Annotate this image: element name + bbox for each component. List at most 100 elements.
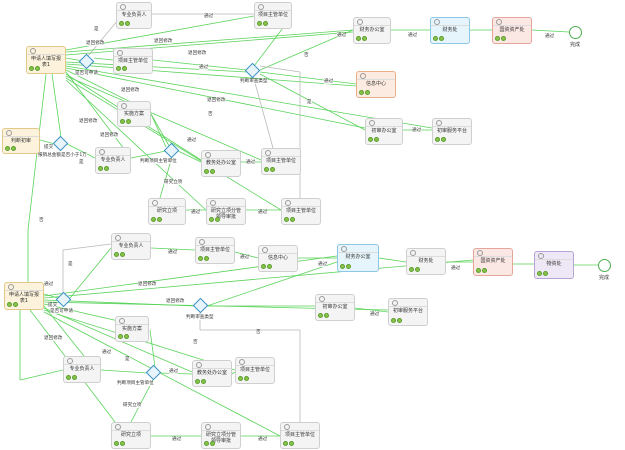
- node-a-xiangmu[interactable]: 项目主管单位: [261, 148, 301, 175]
- flow-connector: [150, 113, 167, 148]
- node-a-jiaowu[interactable]: 教务处办公室: [201, 150, 241, 177]
- node-b-wuzi[interactable]: 物资处: [534, 251, 574, 279]
- status-icon: [157, 217, 162, 222]
- node-b-yanjiuz[interactable]: 研究立项分管领导审批: [201, 422, 241, 449]
- edge-label: 通过: [451, 266, 461, 271]
- user-icon: [67, 358, 73, 364]
- node-a-caiwuchu[interactable]: 财务处: [430, 17, 470, 44]
- edge-label: 通过: [199, 65, 209, 70]
- node-a-zhuanye[interactable]: 专业负责人: [116, 2, 152, 29]
- status-icon: [439, 36, 444, 41]
- end-b-circle: [598, 259, 611, 272]
- node-b-chushen[interactable]: 初审服务平台: [388, 298, 428, 326]
- status-icon: [365, 90, 370, 95]
- node-a-xmzg3[interactable]: 项目主管单位: [281, 198, 321, 225]
- flow-connector: [65, 63, 357, 87]
- node-b-start[interactable]: 申请人填写报表1: [4, 282, 44, 310]
- node-a-shishi[interactable]: 实施方案: [117, 101, 151, 127]
- node-b-caiwuchu[interactable]: 财务处: [406, 248, 446, 275]
- node-a-xinxi[interactable]: 信息中心: [356, 71, 396, 98]
- edge-label: 是: [307, 100, 312, 105]
- user-icon: [205, 152, 211, 158]
- status-icon: [66, 375, 71, 380]
- status-icon: [501, 36, 506, 41]
- status-icon: [195, 379, 200, 384]
- user-icon: [538, 253, 544, 259]
- edge-label: 通过: [240, 255, 250, 260]
- user-icon: [285, 200, 291, 206]
- user-icon: [265, 150, 271, 156]
- edge-label: 是: [94, 27, 99, 32]
- node-a-guoziyuan[interactable]: 国资资产处: [492, 17, 532, 44]
- edge-label: 退回修改: [100, 133, 119, 138]
- gateway-a-apply-label: 是否可申请: [75, 71, 98, 76]
- node-a-yanjiu[interactable]: 研究立项: [148, 198, 186, 225]
- status-icon: [264, 167, 269, 172]
- status-icon: [7, 302, 12, 307]
- user-icon: [434, 19, 440, 25]
- flow-connector: [65, 31, 354, 56]
- edge-label: 否: [39, 218, 44, 223]
- node-b-xmzg3[interactable]: 项目主管单位: [280, 422, 320, 449]
- edge-label: 通过: [168, 250, 178, 255]
- node-a-judge[interactable]: 判断初审: [2, 128, 40, 154]
- flow-connector: [100, 369, 149, 374]
- gateway-a-amount-label: 报销总金额是否小于1万: [38, 153, 87, 158]
- edge-label: 退回修改: [44, 336, 63, 341]
- status-icon: [198, 256, 203, 261]
- node-b-zhuguan[interactable]: 项目主管单位: [195, 237, 235, 264]
- node-b-jiaowu[interactable]: 教务处办公室: [192, 360, 232, 387]
- edge-label: 通过: [412, 128, 422, 133]
- node-b-xinxi[interactable]: 信息中心: [258, 245, 298, 272]
- node-b-caiwu[interactable]: 财务办公室: [337, 244, 379, 272]
- end-b-label: 完成: [599, 275, 610, 281]
- edge-label: 退回修改: [121, 88, 140, 93]
- status-icon: [324, 313, 329, 318]
- user-icon: [392, 300, 398, 306]
- node-b-shishi[interactable]: 实施方案: [115, 316, 149, 342]
- node-a-zhuanye2[interactable]: 专业负责人: [95, 147, 131, 174]
- edge-label: 退回修改: [154, 39, 173, 44]
- node-a-start[interactable]: 申请人填写报表1: [26, 46, 66, 74]
- node-a-zhuguan[interactable]: 项目主管单位: [254, 2, 292, 29]
- node-b-zhuanye2[interactable]: 专业负责人: [63, 356, 101, 383]
- user-icon: [119, 318, 125, 324]
- flow-connector: [259, 65, 301, 73]
- node-a-caiwu[interactable]: 财务办公室: [353, 17, 391, 44]
- node-a-chushen[interactable]: 初审服务平台: [432, 118, 472, 145]
- status-icon: [125, 21, 130, 26]
- flow-connector: [251, 71, 274, 149]
- node-b-guoziyuan[interactable]: 国资资产处: [473, 248, 513, 276]
- user-icon: [477, 250, 483, 256]
- status-icon: [118, 334, 123, 339]
- node-b-yanjiu[interactable]: 研究立项: [111, 422, 151, 449]
- user-icon: [115, 424, 121, 430]
- user-icon: [210, 200, 216, 206]
- node-b-chuban[interactable]: 初审办公室: [315, 294, 355, 321]
- status-icon: [289, 441, 294, 446]
- status-icon: [98, 166, 103, 171]
- status-icon: [122, 66, 127, 71]
- node-b-xiangmu[interactable]: 项目主管单位: [235, 357, 275, 384]
- node-a-yanjiuz[interactable]: 研究立项分管领导审批: [206, 198, 246, 225]
- status-icon: [435, 137, 440, 142]
- flow-connector: [259, 71, 357, 85]
- flow-connector: [39, 139, 56, 145]
- node-a-chubanwei[interactable]: 初审办公室: [365, 118, 403, 145]
- status-icon: [391, 318, 396, 323]
- status-icon: [116, 66, 121, 71]
- edge-label: 通过: [337, 33, 347, 38]
- edge-label: 退回修改: [86, 41, 105, 46]
- status-icon: [201, 379, 206, 384]
- status-icon: [29, 66, 34, 71]
- flow-connector: [19, 369, 64, 381]
- status-icon: [441, 137, 446, 142]
- node-a-lingdao2[interactable]: 项目主管单位: [113, 48, 153, 74]
- flow-connector: [259, 73, 366, 131]
- node-b-zhuanye[interactable]: 专业负责人: [111, 233, 151, 260]
- status-icon: [537, 271, 542, 276]
- status-icon: [210, 169, 215, 174]
- status-icon: [114, 441, 119, 446]
- edge-label: 退回修改: [79, 119, 98, 124]
- status-icon: [267, 264, 272, 269]
